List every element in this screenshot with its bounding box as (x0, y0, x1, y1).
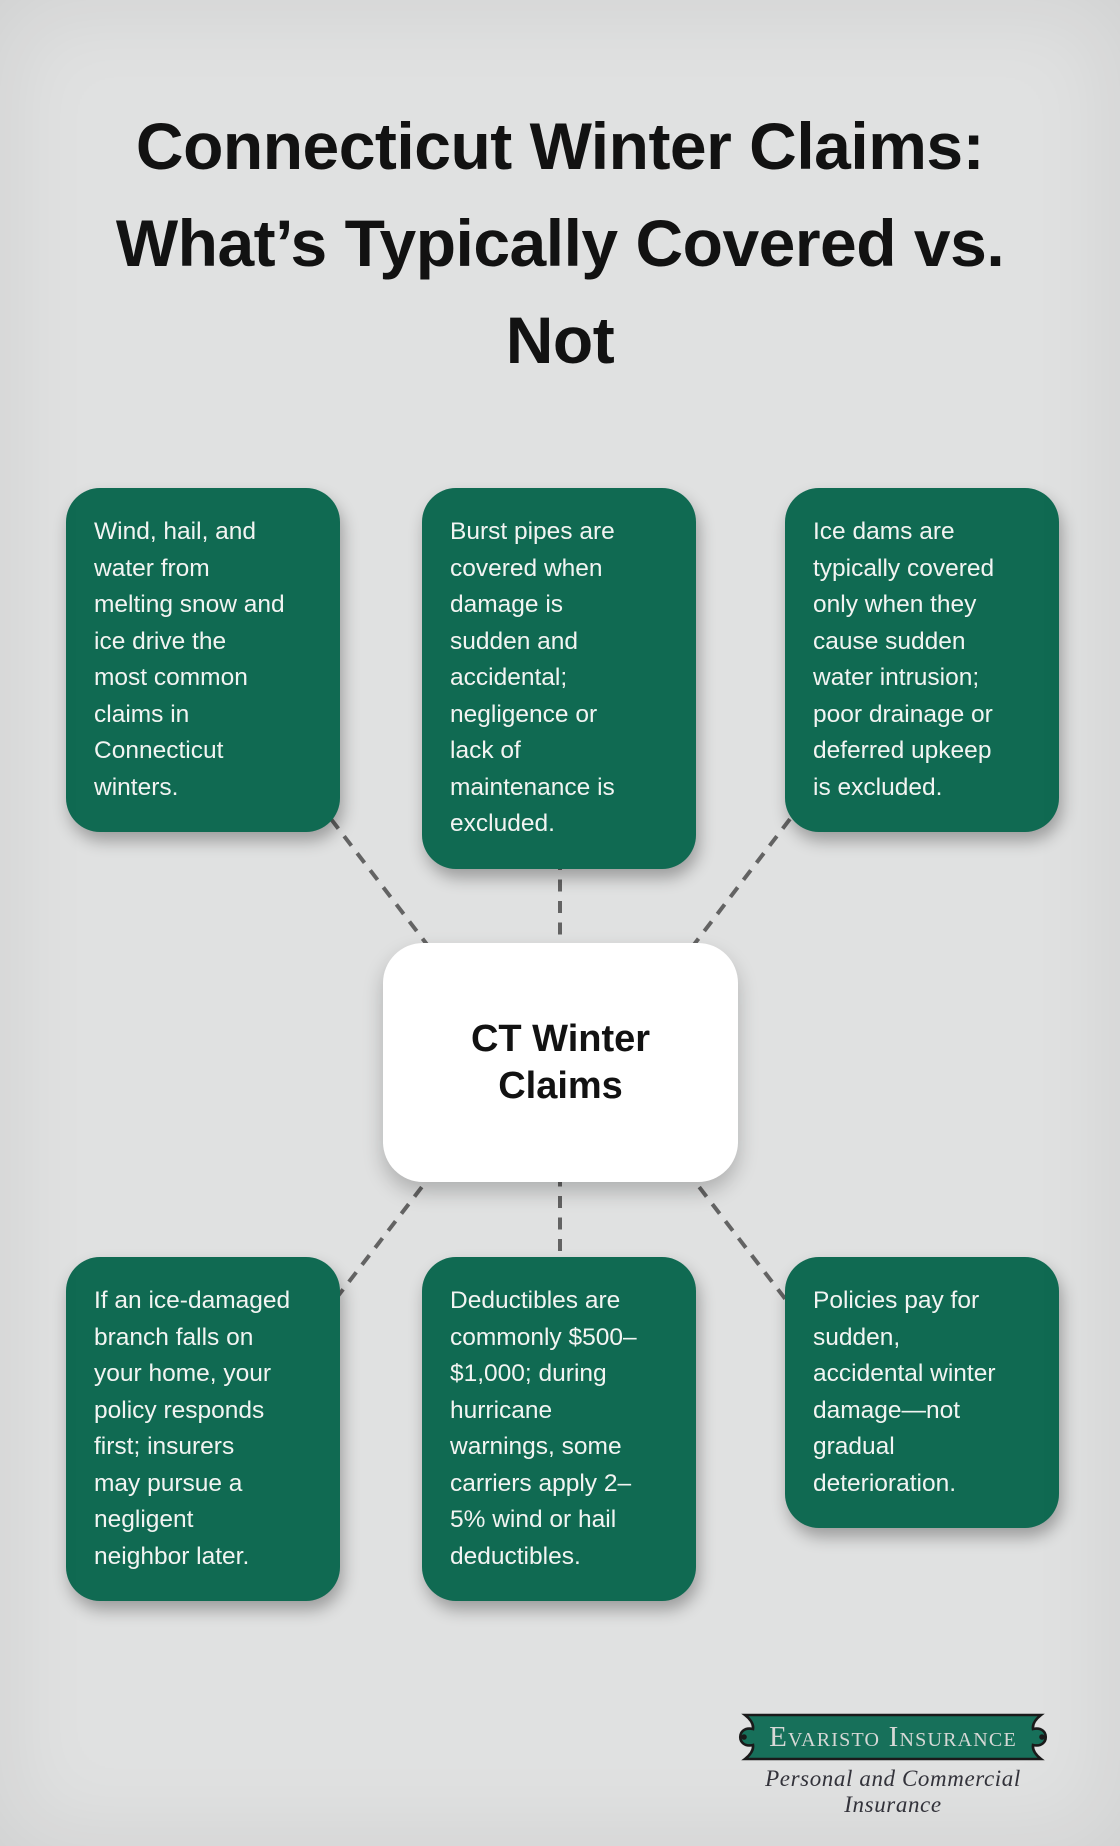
page-title: Connecticut Winter Claims: What’s Typica… (115, 109, 1005, 377)
logo-company-name: Evaristo Insurance (769, 1721, 1017, 1753)
info-card-bottom-right: Policies pay for sudden, accidental wint… (785, 1257, 1059, 1528)
logo-badge: Evaristo Insurance (738, 1713, 1048, 1761)
info-card-top-right: Ice dams are typically covered only when… (785, 488, 1059, 832)
info-card-bottom-center: Deductibles are commonly $500– $1,000; d… (422, 1257, 696, 1601)
logo-badge-right-dot (1039, 1734, 1045, 1740)
info-card-top-center: Burst pipes are covered when damage is s… (422, 488, 696, 869)
company-logo: Evaristo Insurance Personal and Commerci… (729, 1712, 1057, 1818)
info-card-bottom-left: If an ice-damaged branch falls on your h… (66, 1257, 340, 1601)
logo-badge-left-dot (741, 1734, 747, 1740)
logo-tagline: Personal and Commercial Insurance (765, 1766, 1021, 1817)
center-node: CT Winter Claims (383, 943, 738, 1182)
logo-badge-shape (738, 1713, 1048, 1761)
connector-line (671, 1151, 805, 1324)
info-card-top-left: Wind, hail, and water from melting snow … (66, 488, 340, 832)
